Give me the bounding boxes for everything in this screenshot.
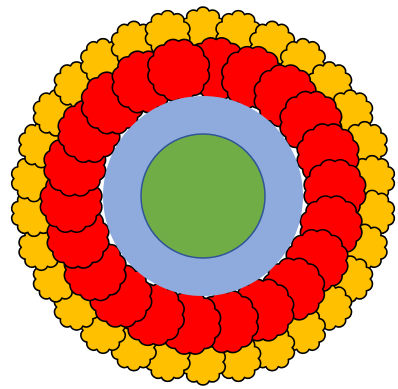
center-green-circle [141,134,265,258]
middle-ring-blob [148,39,209,100]
